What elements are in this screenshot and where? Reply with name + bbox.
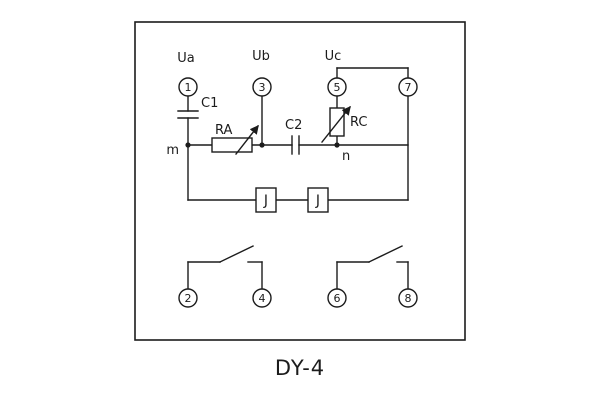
terminal-circle: [252, 77, 272, 97]
capacitor-c2: [291, 135, 300, 155]
terminal-number: 7: [405, 81, 412, 94]
terminal-6: 6: [327, 288, 347, 308]
terminal-1: 1: [178, 77, 198, 97]
terminal-circle: [327, 77, 347, 97]
junction-dot-m: [185, 142, 191, 148]
resistor-rc: [321, 105, 351, 143]
terminal-circle: [398, 288, 418, 308]
terminal-circle: [327, 288, 347, 308]
adjust-arrow-icon: [235, 124, 259, 155]
relay-coil-label: J: [263, 193, 268, 209]
model-caption: DY-4: [275, 356, 325, 380]
terminal-3: 3: [252, 77, 272, 97]
contact-blade: [219, 245, 254, 263]
terminal-number: 3: [259, 81, 266, 94]
resistor-body: [211, 137, 253, 153]
junction-dot: [259, 142, 265, 148]
terminal-number: 4: [259, 292, 266, 305]
relay-coil-right: J: [307, 187, 329, 213]
contact-blade: [368, 245, 403, 263]
component-label-c1: C1: [201, 96, 218, 111]
relay-coil-left: J: [255, 187, 277, 213]
terminal-2: 2: [178, 288, 198, 308]
node-label-n: n: [342, 149, 350, 164]
terminal-number: 8: [405, 292, 412, 305]
component-label-c2: C2: [285, 118, 302, 133]
terminal-circle: [398, 77, 418, 97]
terminal-circle: [252, 288, 272, 308]
component-label-rc: RC: [350, 115, 367, 130]
voltage-label-ua: Ua: [177, 51, 194, 66]
terminal-8: 8: [398, 288, 418, 308]
resistor-body: [329, 107, 345, 137]
coil-body: [307, 187, 329, 213]
component-label-ra: RA: [215, 123, 233, 138]
diagram-border: [134, 21, 466, 341]
terminal-4: 4: [252, 288, 272, 308]
terminal-number: 1: [185, 81, 192, 94]
terminal-circle: [178, 288, 198, 308]
resistor-ra: [211, 124, 259, 155]
terminal-number: 2: [185, 292, 192, 305]
junction-dot-n: [334, 142, 340, 148]
adjust-arrow-icon: [321, 105, 351, 143]
capacitor-c1: [177, 110, 199, 119]
terminal-7: 7: [398, 77, 418, 97]
terminal-number: 5: [334, 81, 341, 94]
wires: [187, 67, 409, 290]
voltage-label-ub: Ub: [252, 49, 270, 64]
relay-coil-label: J: [315, 193, 320, 209]
coil-body: [255, 187, 277, 213]
node-label-m: m: [166, 143, 179, 158]
terminal-circle: [178, 77, 198, 97]
voltage-label-uc: Uc: [325, 49, 342, 64]
terminal-number: 6: [334, 292, 341, 305]
terminal-5: 5: [327, 77, 347, 97]
